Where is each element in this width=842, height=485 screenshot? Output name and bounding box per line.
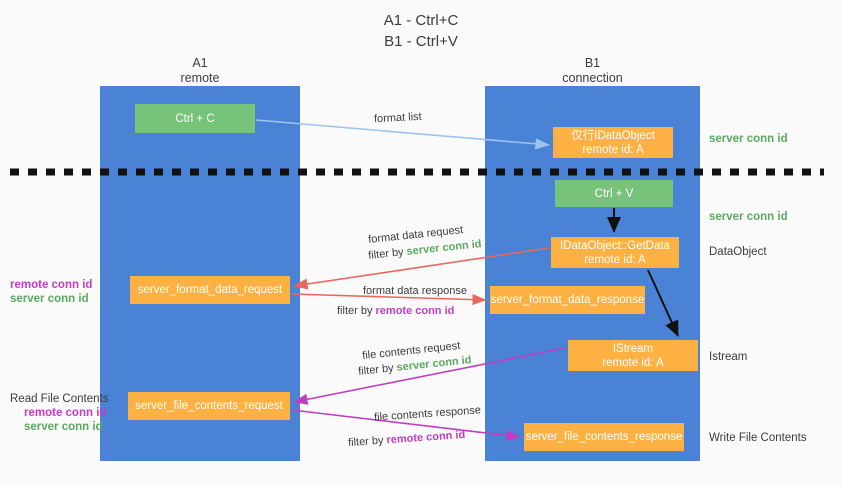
left-label-server-conn-id: server conn id — [24, 421, 103, 433]
node-getdata-remote-id: remote id: A — [584, 253, 646, 266]
node-idataobject[interactable]: 仅行IDataObject remote id: A — [553, 127, 673, 158]
edge-label-format-list-text: format list — [373, 110, 422, 126]
right-label-server-conn-id-top: server conn id — [709, 133, 788, 145]
edge-label-format-list: format list — [374, 110, 422, 126]
edge-label-file-contents-response-text: file contents response — [373, 404, 482, 424]
node-idataobject-getdata[interactable]: IDataObject::GetData remote id: A — [551, 237, 679, 268]
node-istream-label: IStream — [612, 342, 654, 355]
node-server-file-contents-request-label: server_file_contents_request — [135, 400, 283, 412]
title-line-1: A1 - Ctrl+C — [383, 12, 459, 29]
column-b1-name: B1 — [584, 56, 601, 70]
node-idataobject-label: 仅行IDataObject — [571, 129, 655, 142]
edge-label-file-contents-response: file contents response — [374, 403, 482, 424]
left-label-server-conn-id: server conn id — [10, 293, 89, 305]
page-title: A1 - Ctrl+C B1 - Ctrl+V — [0, 10, 842, 52]
filter-prefix: filter by — [357, 361, 398, 378]
column-header-b1: B1 connection — [485, 56, 700, 86]
left-label-file-conn-ids: Read File Contents remote conn id server… — [10, 392, 108, 434]
node-ctrl-c[interactable]: Ctrl + C — [135, 104, 255, 133]
node-server-format-data-response[interactable]: server_format_data_response — [490, 286, 645, 314]
node-istream[interactable]: IStream remote id: A — [568, 340, 698, 371]
right-label-server-conn-id-mid: server conn id — [709, 211, 788, 223]
edge-label-format-data-response: format data response — [363, 284, 467, 298]
left-label-remote-conn-id: remote conn id — [10, 279, 93, 291]
column-a1-name: A1 — [192, 56, 208, 70]
right-label-istream: Istream — [709, 351, 748, 363]
column-header-a1: A1 remote — [100, 56, 300, 86]
node-istream-remote-id: remote id: A — [602, 356, 664, 369]
edge-label-format-data-response-filter: filter by remote conn id — [337, 304, 454, 318]
filter-prefix: filter by — [367, 245, 408, 262]
node-server-file-contents-response-label: server_file_contents_response — [525, 431, 683, 443]
node-getdata-label: IDataObject::GetData — [560, 239, 670, 252]
node-server-file-contents-request[interactable]: server_file_contents_request — [128, 392, 290, 420]
left-label-read-file-contents: Read File Contents — [10, 393, 109, 405]
filter-key-remote-conn-id: remote conn id — [386, 428, 466, 447]
node-ctrl-c-label: Ctrl + C — [175, 112, 215, 125]
node-idataobject-remote-id: remote id: A — [582, 143, 644, 156]
column-b1-role: connection — [562, 71, 623, 85]
filter-prefix: filter by — [347, 434, 387, 450]
left-label-remote-conn-id: remote conn id — [24, 407, 107, 419]
node-server-format-data-request-label: server_format_data_request — [137, 284, 283, 296]
right-label-dataobject: DataObject — [709, 246, 767, 258]
right-label-write-file-contents: Write File Contents — [709, 432, 807, 444]
node-server-format-data-response-label: server_format_data_response — [490, 294, 645, 306]
node-ctrl-v-label: Ctrl + V — [594, 187, 634, 200]
filter-prefix: filter by — [337, 305, 376, 317]
node-ctrl-v[interactable]: Ctrl + V — [555, 180, 673, 207]
node-server-format-data-request[interactable]: server_format_data_request — [130, 276, 290, 304]
node-server-file-contents-response[interactable]: server_file_contents_response — [524, 423, 684, 451]
left-label-format-conn-ids: remote conn id server conn id — [10, 278, 92, 306]
filter-key-remote-conn-id: remote conn id — [375, 305, 455, 317]
title-line-2: B1 - Ctrl+V — [384, 33, 458, 50]
edge-label-file-contents-response-filter: filter by remote conn id — [348, 428, 466, 450]
edge-label-format-data-response-text: format data response — [363, 285, 467, 297]
column-a1-role: remote — [180, 71, 220, 85]
